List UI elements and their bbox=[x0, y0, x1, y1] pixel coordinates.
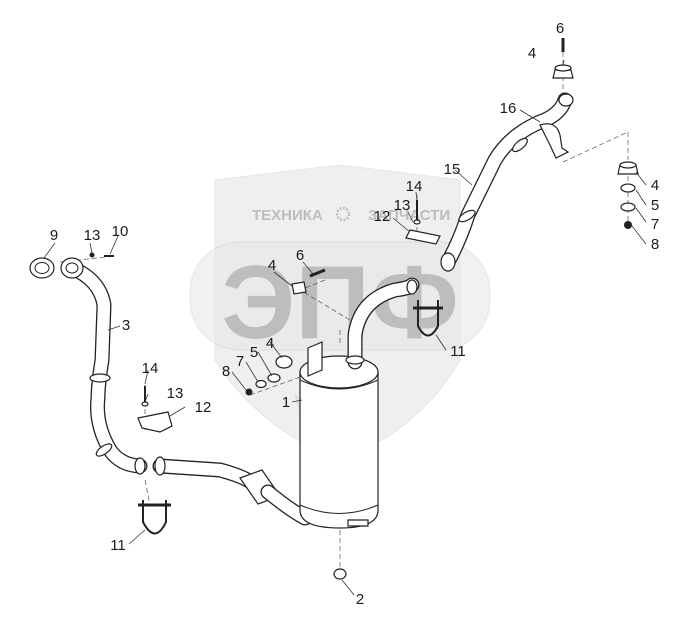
callout-3: 3 bbox=[122, 317, 130, 334]
callout-10: 10 bbox=[112, 223, 129, 240]
callout-14-low: 14 bbox=[142, 360, 159, 377]
callout-9: 9 bbox=[50, 227, 58, 244]
tail-pipe-bracket bbox=[539, 123, 570, 159]
flange bbox=[60, 257, 84, 279]
gear-icon bbox=[335, 206, 351, 222]
muffler-outlet-pipe bbox=[345, 277, 420, 370]
callout-15: 15 bbox=[444, 161, 461, 178]
callout-4-top: 4 bbox=[528, 45, 536, 62]
watermark-brand-left: ТЕХНИКА bbox=[252, 207, 323, 224]
muffler bbox=[299, 341, 379, 529]
watermark-brand-right: ЗАПЧАСТИ bbox=[368, 207, 450, 224]
nut-bottom bbox=[333, 568, 347, 580]
callout-12-top: 12 bbox=[374, 208, 391, 225]
leader-lines bbox=[43, 59, 647, 596]
clamp-low bbox=[137, 386, 173, 433]
callout-4-mid2: 4 bbox=[266, 335, 274, 352]
clamp-top bbox=[405, 200, 441, 245]
callout-4-right: 4 bbox=[651, 177, 659, 194]
mount-stack-mid bbox=[245, 268, 326, 396]
callout-5-right: 5 bbox=[651, 197, 659, 214]
watermark-logo-plate bbox=[189, 241, 491, 351]
upper-exhaust-pipe bbox=[440, 92, 574, 272]
callout-13-top: 13 bbox=[394, 197, 411, 214]
callout-16: 16 bbox=[500, 100, 517, 117]
callout-4-mid: 4 bbox=[268, 257, 276, 274]
callout-6-top: 6 bbox=[556, 20, 564, 37]
exhaust-pipe-front bbox=[64, 260, 148, 475]
rubber-mount-top bbox=[552, 64, 574, 79]
callout-2: 2 bbox=[356, 591, 364, 608]
callout-11-low: 11 bbox=[110, 537, 126, 554]
callout-6-mid: 6 bbox=[296, 247, 304, 264]
intermediate-pipe bbox=[152, 456, 313, 526]
callout-5-mid: 5 bbox=[250, 344, 258, 361]
callout-labels: 6 4 16 15 14 13 12 4 5 7 8 9 13 10 3 4 6… bbox=[50, 20, 659, 608]
callout-14-top: 14 bbox=[406, 178, 423, 195]
mount-stack-right bbox=[617, 161, 639, 229]
u-bolt-right bbox=[413, 300, 443, 337]
u-bolt-low bbox=[138, 500, 171, 535]
callout-11-right: 11 bbox=[450, 343, 466, 360]
callout-8-mid: 8 bbox=[222, 363, 230, 380]
callout-7-mid: 7 bbox=[236, 353, 244, 370]
callout-1: 1 bbox=[282, 394, 290, 411]
callout-8-right: 8 bbox=[651, 236, 659, 253]
callout-7-right: 7 bbox=[651, 216, 659, 233]
callout-12-low: 12 bbox=[195, 399, 212, 416]
callout-13-left: 13 bbox=[84, 227, 101, 244]
callout-13-low: 13 bbox=[167, 385, 184, 402]
flange-gasket bbox=[29, 257, 55, 279]
flange-nut bbox=[89, 252, 95, 258]
